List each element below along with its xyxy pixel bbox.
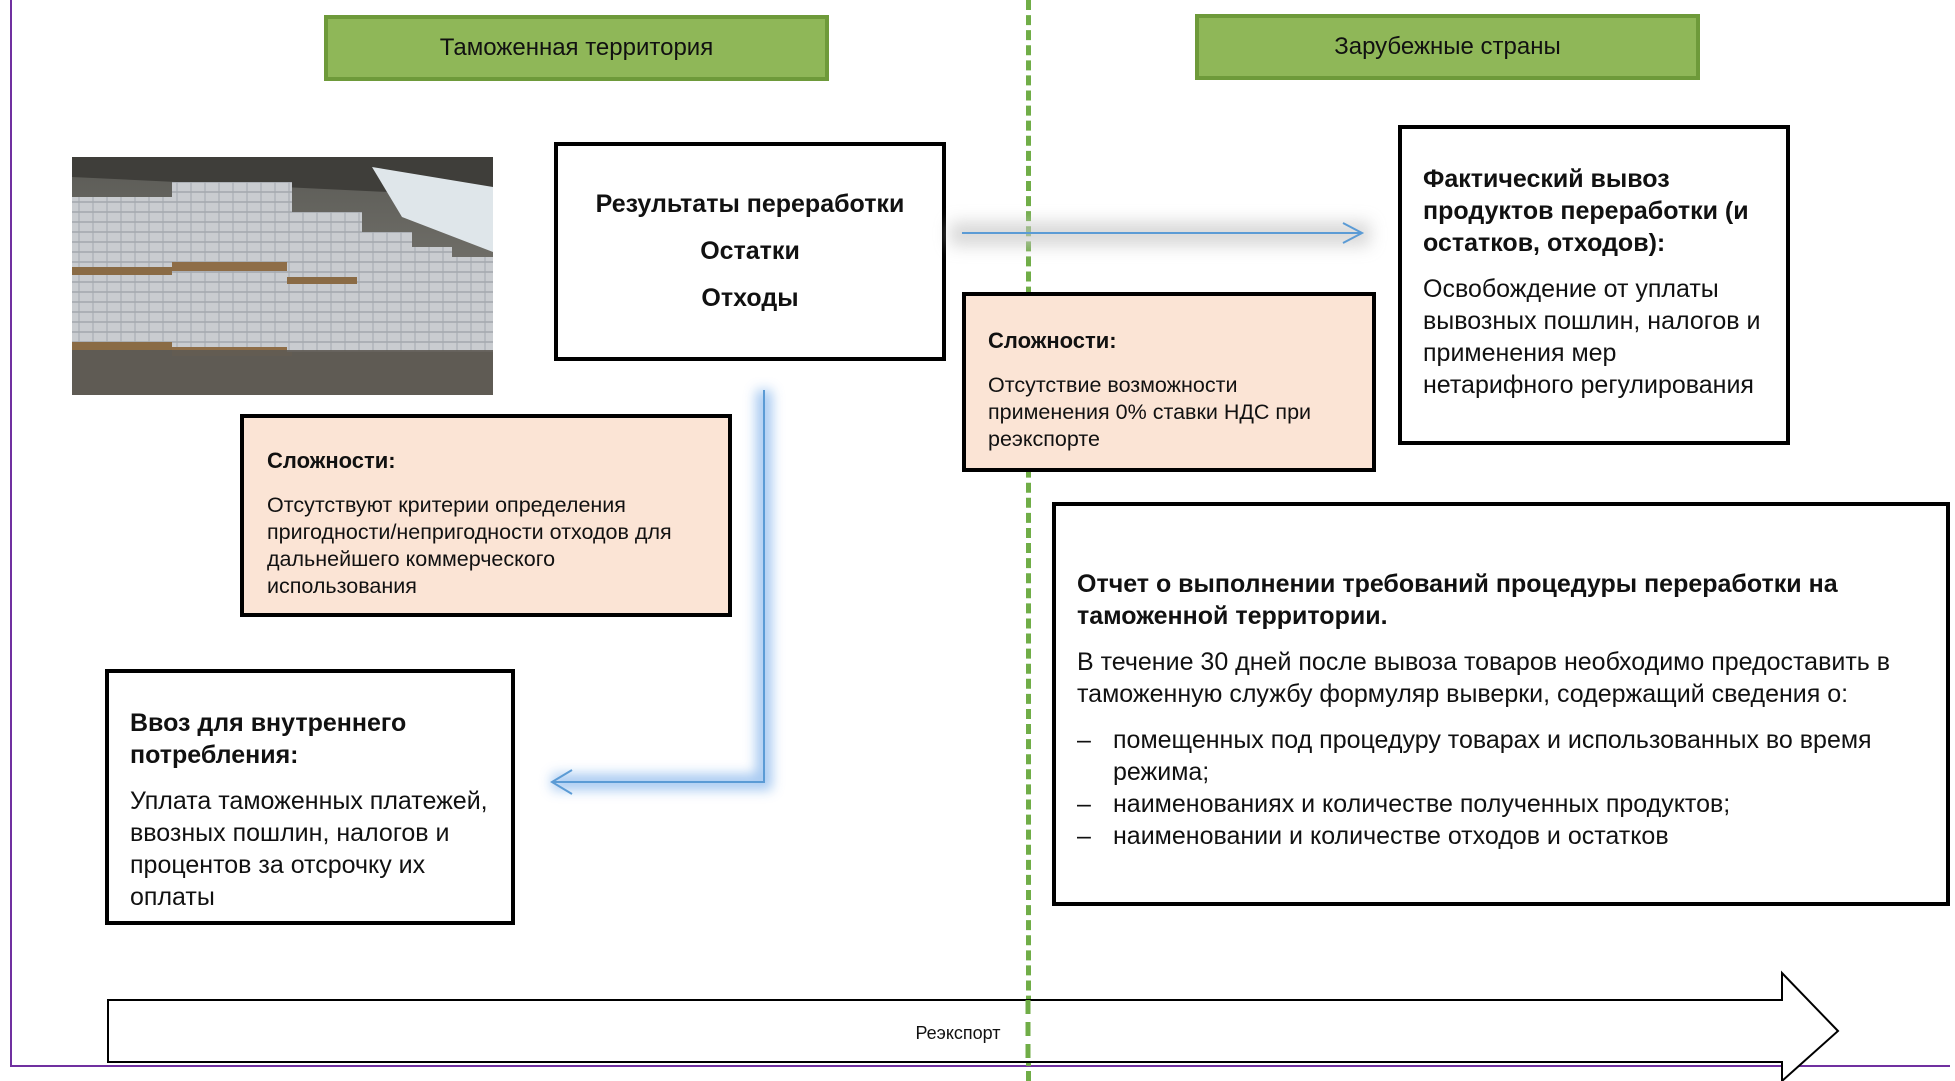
actual-export-title: Фактический вывоз продуктов переработки …	[1423, 165, 1749, 257]
report-item: помещенных под процедуру товарах и испол…	[1077, 724, 1926, 788]
processing-results-box: Результаты переработки Остатки Отходы	[554, 142, 946, 361]
difficulties-left-text: Отсутствуют критерии определения пригодн…	[267, 493, 672, 598]
actual-export-text: Освобождение от уплаты вывозных пошлин, …	[1423, 275, 1761, 399]
header-foreign-countries: Зарубежные страны	[1195, 14, 1700, 80]
reexport-timeline-arrow	[107, 970, 1840, 1081]
difficulties-right-text: Отсутствие возможности применения 0% ста…	[988, 373, 1312, 451]
difficulties-left-box: Сложности: Отсутствуют критерии определе…	[240, 414, 732, 617]
flow-arrow-to-import	[550, 390, 772, 795]
actual-export-box: Фактический вывоз продуктов переработки …	[1398, 125, 1790, 445]
difficulties-left-title: Сложности:	[267, 448, 396, 473]
report-item: наименовании и количестве отходов и оста…	[1077, 820, 1926, 852]
domestic-import-box: Ввоз для внутреннего потребления: Уплата…	[105, 669, 515, 925]
processing-report-box: Отчет о выполнении требований процедуры …	[1052, 502, 1950, 906]
results-line-residues: Остатки	[700, 237, 800, 265]
domestic-import-text: Уплата таможенных платежей, ввозных пошл…	[130, 787, 488, 911]
flow-arrow-to-export	[950, 222, 1370, 246]
header-foreign-countries-label: Зарубежные страны	[1334, 33, 1561, 60]
report-intro: В течение 30 дней после вывоза товаров н…	[1077, 648, 1891, 708]
warehouse-photo	[72, 157, 493, 395]
report-title: Отчет о выполнении требований процедуры …	[1077, 570, 1838, 630]
slide-frame	[10, 0, 1950, 1067]
reexport-label: Реэкспорт	[915, 1023, 1000, 1043]
domestic-import-title: Ввоз для внутреннего потребления:	[130, 709, 407, 769]
warehouse-pallets-photo-icon	[72, 157, 493, 395]
territory-divider	[1026, 0, 1031, 1081]
report-item: наименованиях и количестве полученных пр…	[1077, 788, 1926, 820]
results-line-waste: Отходы	[701, 284, 799, 312]
results-line-processing: Результаты переработки	[595, 190, 905, 218]
difficulties-right-title: Сложности:	[988, 328, 1117, 353]
report-item-list: помещенных под процедуру товарах и испол…	[1077, 724, 1926, 852]
difficulties-right-box: Сложности: Отсутствие возможности примен…	[962, 292, 1376, 472]
header-customs-territory: Таможенная территория	[324, 15, 829, 81]
header-customs-territory-label: Таможенная территория	[439, 34, 714, 61]
